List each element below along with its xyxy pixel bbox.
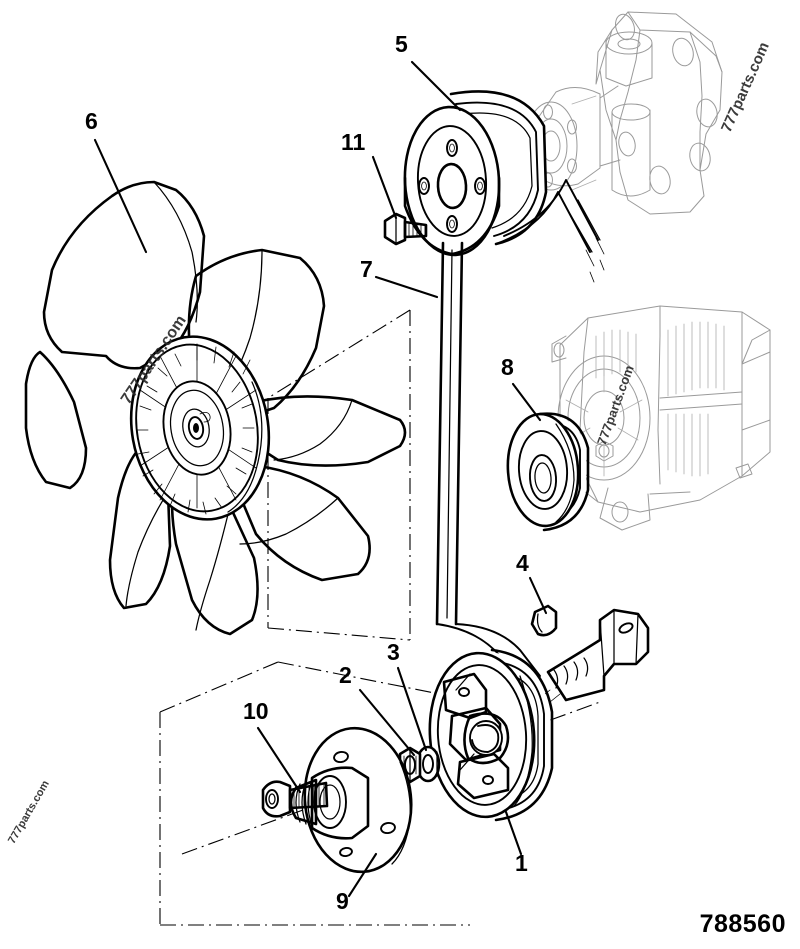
callout-10: 10: [243, 698, 269, 724]
callout-9: 9: [336, 888, 349, 914]
callout-3: 3: [387, 639, 400, 665]
callout-7: 7: [360, 256, 373, 282]
callout-8: 8: [501, 354, 514, 380]
callout-5: 5: [395, 31, 408, 57]
washer: [415, 745, 441, 783]
water-pump-pulley: [403, 90, 548, 257]
part-number-label: 788560: [699, 910, 786, 938]
crankshaft-pulley: [428, 648, 554, 822]
alternator-reference-outline: [551, 305, 771, 531]
water-pump-reference-outline: [524, 11, 723, 215]
fan-hub-radial-fins: [136, 343, 255, 515]
callout-4: 4: [516, 550, 529, 576]
hex-head-bolt: [383, 212, 428, 246]
socket-head-bolt: [261, 780, 329, 818]
callout-6: 6: [85, 108, 98, 134]
woodruff-key: [530, 604, 558, 637]
callout-2: 2: [339, 662, 352, 688]
fan-hub-flange: [289, 726, 413, 874]
cooling-fan: [24, 180, 407, 636]
alternator-pulley: [506, 412, 590, 532]
callout-11: 11: [341, 129, 366, 155]
callout-1: 1: [515, 850, 528, 876]
leader-lines: [93, 60, 548, 898]
fan-viscous-hub: [129, 335, 271, 521]
